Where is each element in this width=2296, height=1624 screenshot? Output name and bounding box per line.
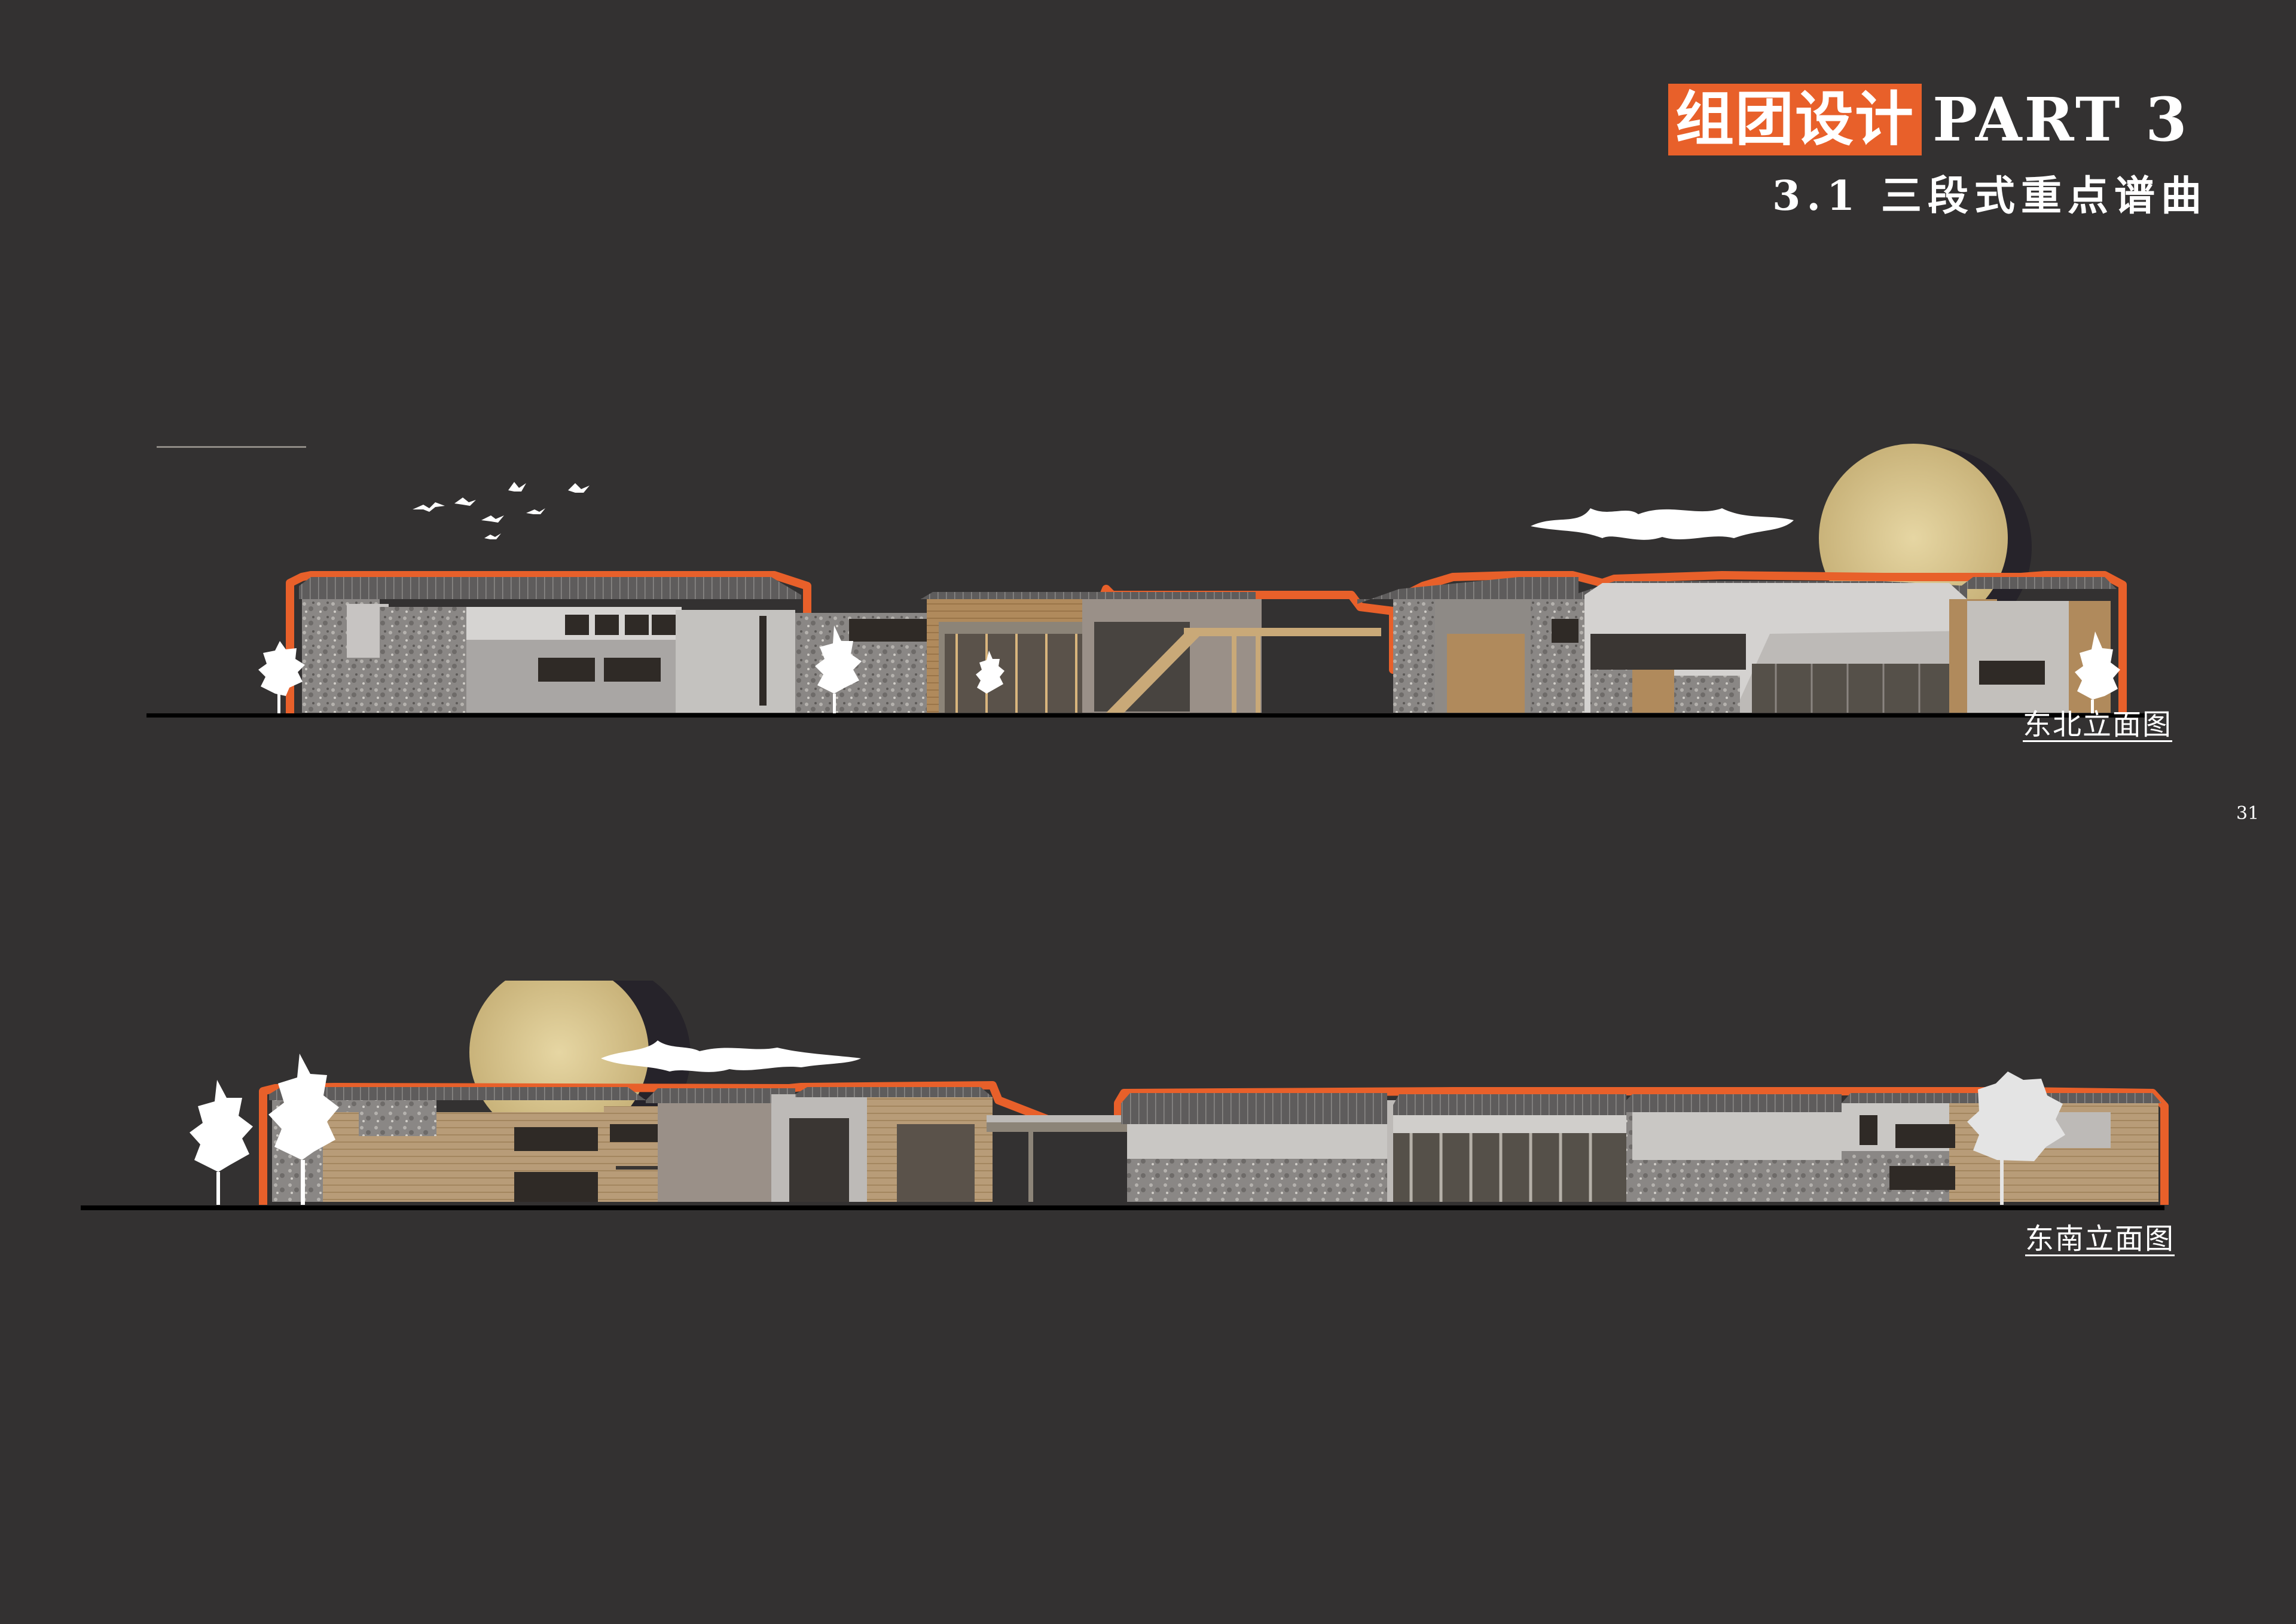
section-subtitle: 3.1 三段式重点谱曲: [1772, 172, 2208, 220]
decorative-line: [157, 446, 306, 448]
tree-icon: [815, 625, 862, 715]
southeast-elevation-drawing: [81, 981, 2169, 1210]
birds: [413, 482, 590, 539]
cloud: [1531, 508, 1794, 540]
northeast-elevation-drawing: [146, 444, 2147, 718]
tree-icon: [976, 651, 1004, 694]
moon: [469, 981, 649, 1142]
ground-line: [81, 1205, 2164, 1210]
roof-a: [299, 577, 801, 599]
tree-icon: [1967, 1072, 2065, 1205]
northeast-elevation: [0, 442, 2296, 718]
section-title-en: PART 3: [1932, 84, 2190, 155]
page-number: 31: [2236, 803, 2260, 824]
section-title-cn: 组团设计: [1668, 84, 1922, 155]
tree-icon: [2075, 631, 2120, 715]
southeast-elevation: [0, 981, 2296, 1220]
drawing-caption-southeast: 东南立面图: [2025, 1222, 2175, 1256]
ground-line: [146, 713, 2147, 718]
tree-icon: [190, 1080, 253, 1205]
cloud: [601, 1040, 861, 1072]
tree-icon: [268, 1054, 339, 1205]
tree-icon: [258, 641, 305, 715]
section-title: 组团设计 PART 3: [1668, 84, 2190, 155]
drawing-caption-northeast: 东北立面图: [2023, 708, 2173, 741]
